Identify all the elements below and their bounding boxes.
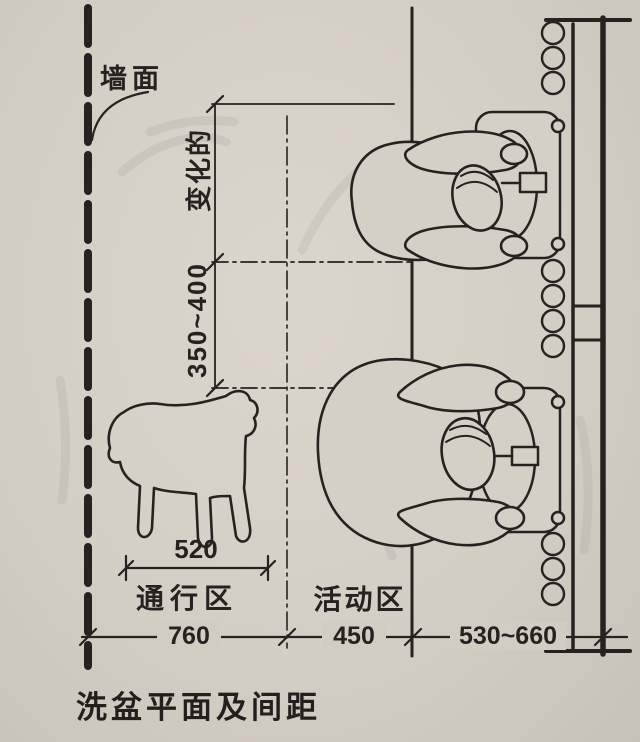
person-top-hair	[456, 170, 498, 193]
person-top-hand-lower	[499, 234, 529, 258]
passage-zone-label: 通行区	[135, 583, 238, 614]
washbasin-bottom	[468, 386, 566, 534]
dimension-ticks-vertical	[205, 94, 225, 398]
dim-450-label: 450	[322, 622, 386, 650]
person-top-hand-upper	[499, 142, 529, 166]
person-bottom-hand-lower	[494, 505, 526, 531]
person-top-head	[451, 164, 503, 232]
pipe-circles	[540, 20, 566, 607]
person-bottom	[316, 357, 526, 548]
dim-350-400-label: 350~400	[182, 262, 212, 378]
person-bottom-hand-upper	[494, 379, 526, 405]
person-bottom-arm-upper	[397, 363, 518, 413]
passage-dimension-line	[117, 554, 277, 582]
counter-wall	[544, 15, 632, 657]
activity-zone-label: 活动区	[313, 584, 407, 615]
person-top-arm-lower	[403, 224, 523, 270]
person-bottom-hair	[445, 424, 491, 447]
dim-530-660-label: 530~660	[450, 622, 566, 650]
wall-leader-arc	[90, 90, 150, 142]
wall-label: 墙面	[100, 64, 164, 94]
person-bottom-head	[440, 416, 496, 492]
diagram-caption: 洗盆平面及间距	[76, 690, 321, 725]
person-top-arm-upper	[403, 130, 523, 176]
person-bottom-arm-lower	[397, 497, 518, 547]
dim-520-label: 520	[174, 534, 218, 564]
dim-variable-label: 变化的	[184, 128, 214, 213]
dim-760-label: 760	[157, 622, 221, 650]
dog-figure	[107, 389, 259, 549]
person-top	[350, 130, 529, 270]
